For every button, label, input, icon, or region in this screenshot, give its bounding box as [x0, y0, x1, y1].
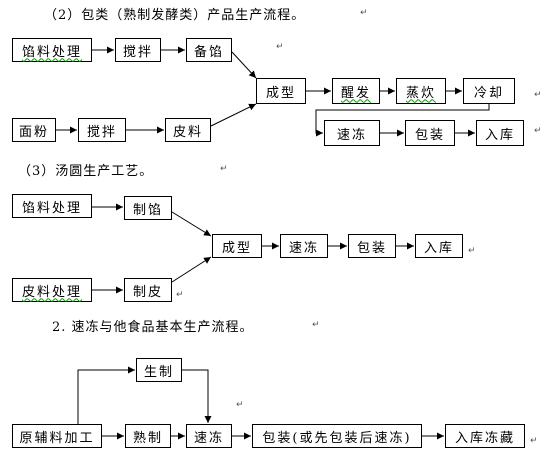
arrow-raw-to-freeze — [182, 369, 212, 423]
box-packaging-3: 包装(或先包装后速冻) — [252, 424, 422, 448]
box-wrapper-label: 皮料 — [172, 124, 203, 140]
box-raw-material-processing: 原辅料加工 — [12, 424, 102, 448]
box-stir-filling: 搅拌 — [115, 38, 161, 62]
heading-frozen-food-process: 2. 速冻与他食品基本生产流程。 — [52, 316, 254, 335]
heading-frozen-food-process-text: 2. 速冻与他食品基本生产流程。 — [52, 320, 254, 335]
box-raw-material-processing-label: 原辅料加工 — [19, 430, 95, 446]
box-steaming: 蒸炊 — [396, 78, 446, 104]
box-forming-1: 成型 — [256, 78, 306, 104]
paragraph-mark-icon: ↵ — [534, 90, 542, 100]
paragraph-mark-icon: ↵ — [176, 290, 184, 300]
box-storage-1: 入库 — [476, 120, 524, 146]
box-prepare-filling-label: 备馅 — [193, 44, 224, 60]
box-raw-label: 生制 — [143, 364, 174, 380]
paragraph-mark-icon: ↵ — [236, 400, 244, 410]
box-storage-2: 入库 — [415, 234, 463, 258]
box-make-wrapper: 制皮 — [124, 278, 172, 302]
arrow-prepare-to-forming — [231, 51, 257, 79]
box-forming-2-label: 成型 — [221, 240, 252, 256]
box-forming-1-label: 成型 — [265, 85, 296, 101]
box-cooked: 熟制 — [125, 424, 171, 448]
box-filling-processing-label: 馅料处理 — [21, 44, 82, 60]
box-proofing: 醒发 — [332, 78, 380, 104]
box-filling-processing: 馅料处理 — [12, 38, 92, 62]
box-wrapper-processing: 皮料处理 — [12, 278, 92, 302]
arrow-raw-material-to-raw — [77, 366, 135, 424]
box-prepare-filling: 备馅 — [186, 38, 232, 62]
box-wrapper-processing-label: 皮料处理 — [21, 284, 82, 300]
box-flour-label: 面粉 — [18, 124, 49, 140]
box-cooling-label: 冷却 — [473, 85, 504, 101]
paragraph-mark-icon: ↵ — [276, 42, 284, 52]
box-packaging-2-label: 包装 — [356, 240, 387, 256]
box-filling-processing-2: 馅料处理 — [12, 194, 92, 218]
paragraph-mark-icon: ↵ — [220, 164, 228, 174]
box-forming-2: 成型 — [212, 234, 262, 258]
box-make-filling: 制馅 — [124, 196, 172, 220]
heading-tangyuan-process: （3）汤圆生产工艺。 — [18, 160, 153, 179]
box-raw: 生制 — [136, 358, 182, 382]
box-packaging-3-label: 包装(或先包装后速冻) — [262, 430, 412, 446]
box-packaging-1-label: 包装 — [414, 127, 445, 143]
arrow-cooling-to-freeze — [315, 104, 490, 137]
paragraph-mark-icon: ↵ — [312, 320, 320, 330]
box-quick-freeze-2: 速冻 — [280, 234, 328, 258]
box-steaming-label: 蒸炊 — [405, 85, 436, 101]
box-storage-frozen: 入库冻藏 — [445, 424, 525, 448]
heading-bun-process-text: （2）包类（熟制发酵类）产品生产流程。 — [44, 8, 306, 23]
heading-bun-process: （2）包类（熟制发酵类）产品生产流程。 — [44, 4, 305, 23]
arrow-wrapper-to-forming — [210, 103, 257, 127]
paragraph-mark-icon: ↵ — [534, 126, 542, 136]
box-make-wrapper-label: 制皮 — [132, 284, 163, 300]
box-stir-dough: 搅拌 — [78, 118, 126, 142]
box-make-filling-label: 制馅 — [132, 202, 163, 218]
arrow-make-filling-to-forming — [171, 211, 212, 237]
heading-tangyuan-process-text: （3）汤圆生产工艺。 — [18, 164, 154, 179]
box-filling-processing-2-label: 馅料处理 — [21, 200, 82, 216]
box-stir-dough-label: 搅拌 — [86, 124, 117, 140]
box-cooling: 冷却 — [463, 78, 515, 104]
box-quick-freeze-3-label: 速冻 — [193, 430, 224, 446]
paragraph-mark-icon: ↵ — [530, 436, 538, 446]
box-storage-frozen-label: 入库冻藏 — [454, 430, 515, 446]
box-quick-freeze-3: 速冻 — [186, 424, 232, 448]
box-stir-filling-label: 搅拌 — [122, 44, 153, 60]
box-wrapper: 皮料 — [165, 118, 211, 142]
box-cooked-label: 熟制 — [132, 430, 163, 446]
box-storage-1-label: 入库 — [484, 127, 515, 143]
box-packaging-2: 包装 — [348, 234, 396, 258]
box-packaging-1: 包装 — [405, 120, 455, 146]
box-storage-2-label: 入库 — [423, 240, 454, 256]
box-flour: 面粉 — [12, 118, 56, 142]
box-proofing-label: 醒发 — [340, 85, 371, 101]
box-quick-freeze-2-label: 速冻 — [288, 240, 319, 256]
paragraph-mark-icon: ↵ — [360, 8, 368, 18]
box-quick-freeze-1: 速冻 — [324, 120, 380, 146]
paragraph-mark-icon: ↵ — [468, 246, 476, 256]
box-quick-freeze-1-label: 速冻 — [336, 127, 367, 143]
arrow-make-wrapper-to-forming — [171, 256, 212, 283]
